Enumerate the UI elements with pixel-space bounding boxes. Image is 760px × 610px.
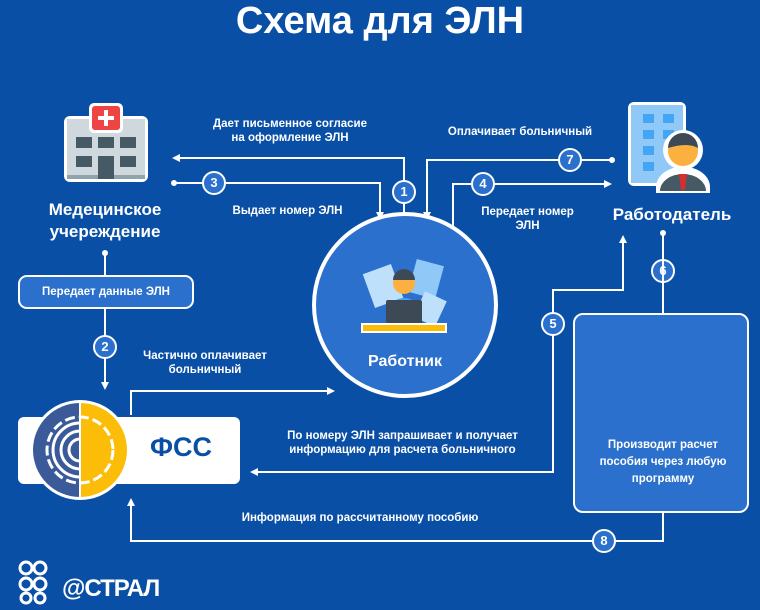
worker-label: Работник — [368, 353, 442, 370]
calculation-box — [573, 313, 749, 513]
fss-label: ФСС — [150, 432, 213, 462]
step-4-line2: ЭЛН — [515, 220, 540, 232]
step-number-7: 7 — [566, 152, 574, 167]
astral-logo-icon — [18, 560, 48, 605]
arrow-5a — [552, 235, 627, 453]
step-number-4: 4 — [479, 176, 487, 191]
step-1-line2: на оформление ЭЛН — [231, 132, 349, 144]
step-5-text: По номеру ЭЛН запрашивает и получает инф… — [260, 429, 545, 457]
medical-label-line1: Медецинское — [48, 200, 162, 219]
step-6-line1: Производит расчет — [607, 439, 719, 451]
worker-icon — [361, 258, 447, 333]
arrow-7 — [423, 159, 612, 220]
step-5-line2: информацию для расчета больничного — [289, 444, 516, 456]
arrow-fss-worker — [130, 387, 335, 415]
step-8-text: Информация по рассчитанному пособию — [241, 512, 479, 524]
medical-institution-label: Медецинское учереждение — [20, 199, 190, 243]
arrow-8 — [127, 498, 664, 542]
step-5-line1: По номеру ЭЛН запрашивает и получает — [287, 430, 518, 442]
step-number-1: 1 — [400, 184, 408, 199]
step-2-line1: Частично оплачивает — [143, 350, 267, 362]
employer-icon — [628, 102, 710, 193]
arrow-3 — [174, 182, 384, 220]
arrow-4 — [452, 180, 612, 236]
step-4-text: Передает номер ЭЛН — [460, 205, 595, 233]
step-6-line2: пособия через любую — [599, 456, 727, 468]
step-number-3: 3 — [210, 175, 218, 190]
step-number-6: 6 — [659, 263, 667, 278]
hospital-icon — [64, 103, 148, 182]
step-2-text: Частично оплачивает больничный — [135, 349, 275, 377]
step-4-line1: Передает номер — [481, 206, 574, 218]
step-6-line3: программу — [631, 473, 695, 485]
step-3-text: Выдает номер ЭЛН — [232, 205, 343, 217]
step-7-text: Оплачивает больничный — [447, 126, 593, 138]
step-2-line2: больничный — [168, 364, 242, 376]
step-number-2: 2 — [101, 339, 109, 354]
arrow-5b — [250, 453, 554, 476]
step-2-pill: Передает данные ЭЛН — [18, 275, 194, 309]
employer-label: Работодатель — [612, 205, 732, 224]
step-6-text: Производит расчет пособия через любую пр… — [578, 437, 748, 488]
step-1-line1: Дает письменное согласие — [212, 118, 368, 130]
medical-label-line2: учереждение — [49, 222, 161, 241]
astral-logo-text: @СТРАЛ — [62, 575, 160, 602]
step-1-text: Дает письменное согласие на оформление Э… — [190, 117, 390, 145]
page-title: Схема для ЭЛН — [235, 0, 525, 42]
step-number-5: 5 — [549, 316, 557, 331]
step-number-8: 8 — [600, 533, 608, 548]
